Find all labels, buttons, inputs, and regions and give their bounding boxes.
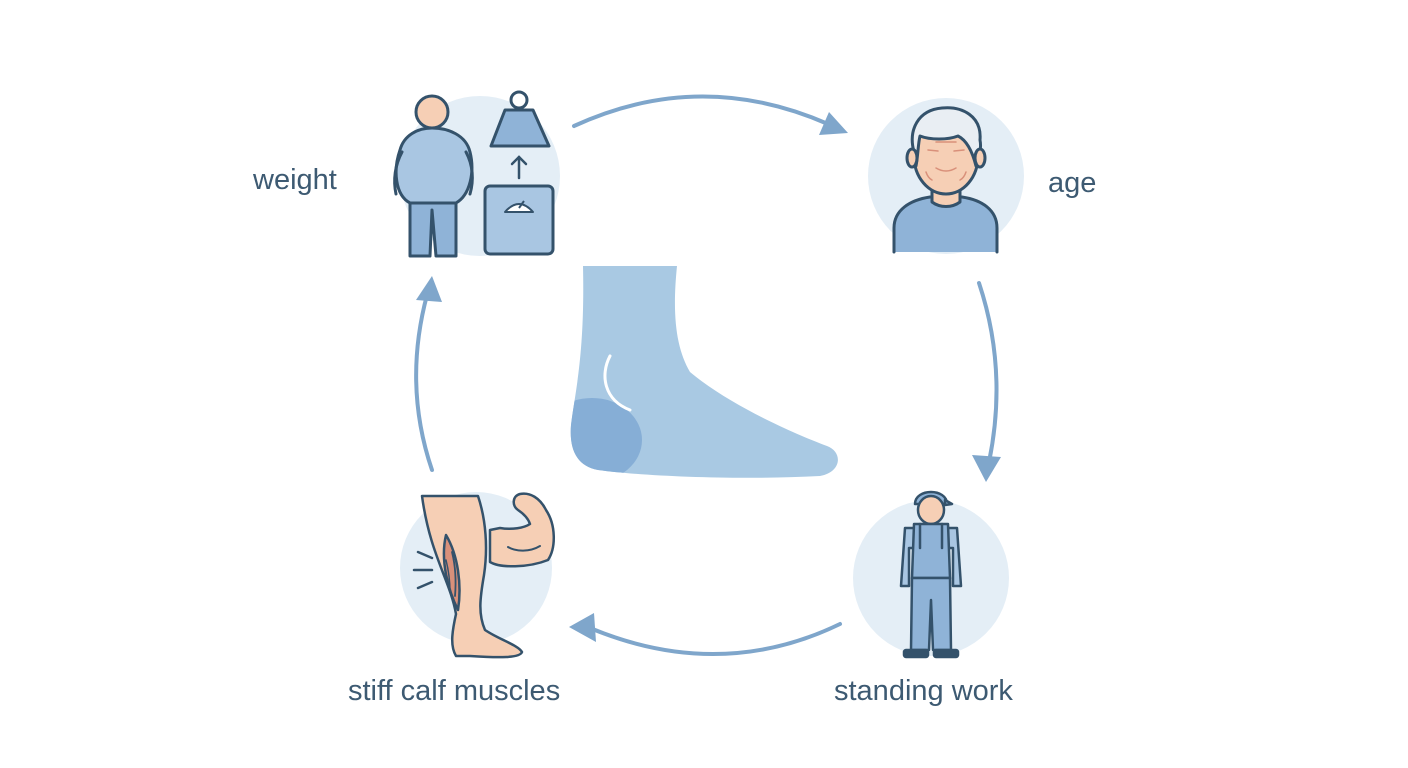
leg-icon	[420, 494, 524, 659]
arrowheads	[416, 112, 1001, 642]
arrow-stiff-to-weight	[414, 293, 434, 472]
stiff-calf-node	[400, 492, 555, 659]
flexed-arm-icon	[488, 492, 555, 568]
age-face-lines	[925, 141, 967, 181]
worker-icon	[899, 490, 963, 659]
up-arrow-icon	[510, 155, 528, 180]
arrowhead-stiff	[569, 613, 596, 642]
kettlebell-icon	[489, 90, 551, 148]
arrowhead-standing	[972, 455, 1001, 482]
arrowhead-age	[819, 112, 848, 135]
cycle-arrows	[414, 94, 999, 657]
arrowhead-weight	[416, 276, 442, 302]
arrow-age-to-standing	[977, 281, 999, 464]
label-stiff-calf-muscles: stiff calf muscles	[348, 675, 561, 707]
elderly-person-icon	[892, 106, 999, 254]
label-weight: weight	[253, 164, 337, 196]
arrow-standing-to-stiff	[588, 622, 842, 657]
weight-node	[393, 90, 560, 258]
person-icon	[393, 94, 474, 258]
label-age: age	[1048, 167, 1097, 199]
foot-icon	[570, 266, 838, 478]
age-node	[868, 98, 1024, 254]
arrow-weight-to-age	[572, 94, 830, 128]
scale-icon	[483, 184, 555, 256]
label-standing-work: standing work	[834, 675, 1013, 707]
standing-work-node	[853, 490, 1009, 659]
strain-lines	[412, 550, 434, 590]
